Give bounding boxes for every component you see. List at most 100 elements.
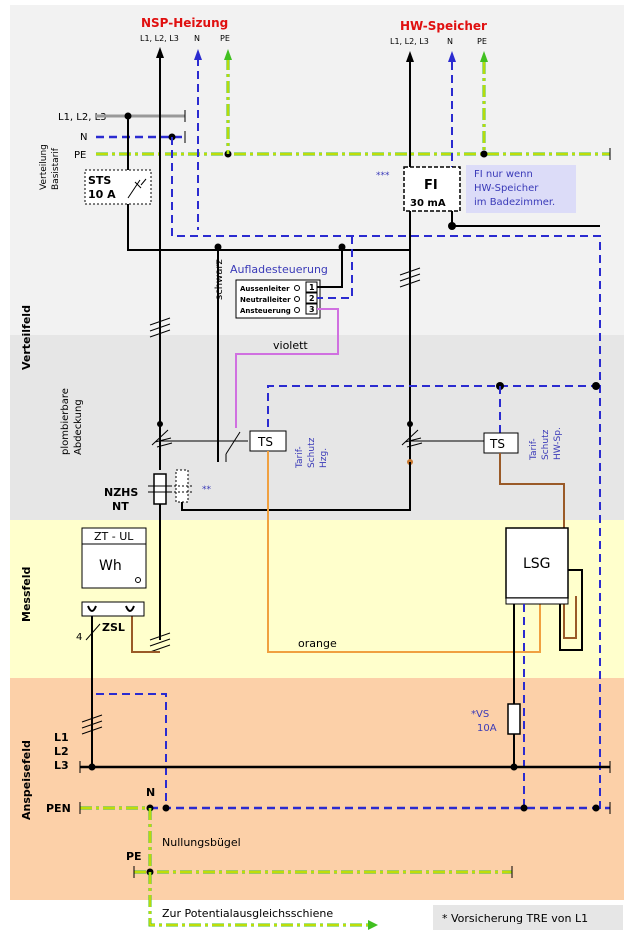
anspeise-pe: PE [126, 850, 142, 863]
footer-note: * Vorsicherung TRE von L1 [442, 912, 588, 925]
zsl-terminal [87, 605, 97, 612]
wire [559, 569, 583, 651]
aufladesteuerung-title: Aufladesteuerung [230, 263, 328, 276]
ts1-desc-3: Hzg. [319, 448, 329, 468]
schwarz-label: schwarz [214, 259, 225, 300]
wire [131, 614, 160, 653]
node [157, 421, 163, 427]
hash-symbol [399, 267, 421, 288]
meter-indicator [135, 577, 141, 583]
wire [181, 462, 411, 511]
fi-note-3: im Badezimmer. [474, 197, 555, 208]
nzhs-stars: ** [202, 485, 212, 495]
anspeise-l1: L1 [54, 731, 69, 744]
anspeise-n: N [146, 786, 155, 799]
header-nsp-title: NSP-Heizung [141, 16, 228, 30]
meter-box [81, 527, 147, 589]
wire [127, 204, 410, 251]
zsl-terminal [125, 605, 135, 612]
node [592, 382, 600, 390]
terminal [294, 307, 300, 313]
aufladesteuerung-row-label: Neutralleiter [240, 296, 291, 304]
meter-unit: Wh [99, 558, 122, 574]
wire [267, 385, 600, 440]
arrow [224, 49, 232, 60]
abdeckung-label-1: plombierbare [60, 388, 71, 455]
fi-stars: *** [376, 171, 390, 181]
terminal [294, 285, 300, 291]
potential-wire [149, 872, 370, 926]
abdeckung-label-2: Abdeckung [73, 399, 84, 455]
arrow [194, 49, 202, 60]
arrow [480, 51, 488, 62]
bus-l-label: L1, L2, L3 [58, 112, 107, 123]
lsg-terminals [505, 597, 569, 605]
arrow [448, 51, 456, 62]
hash-symbol [149, 317, 171, 338]
vs-label: *VS [471, 709, 489, 720]
switch-contact [225, 431, 241, 455]
wire [235, 308, 339, 428]
wire [317, 236, 353, 299]
zsl-connector [85, 623, 101, 641]
nullungsbuegel-label: Nullungsbügel [162, 836, 241, 849]
ts2-label: TS [489, 437, 505, 451]
wire [317, 250, 343, 288]
terminal [294, 296, 300, 302]
fi-note-2: HW-Speicher [474, 183, 539, 194]
section-label-verteilfeld: Verteilfeld [20, 305, 33, 370]
nzhs-fuse [153, 473, 167, 505]
wire [267, 451, 541, 653]
header-nsp-n: N [194, 34, 200, 43]
header-hw-title: HW-Speicher [400, 19, 487, 33]
node [407, 421, 413, 427]
section-label-messfeld: Messfeld [20, 567, 33, 622]
anspeise-l3: L3 [54, 759, 69, 772]
aufladesteuerung-row-label: Aussenleiter [240, 285, 290, 293]
footer-note-box [433, 905, 623, 930]
ts1-desc-1: Tarif- [295, 446, 305, 469]
ts2-desc-2: Schutz [541, 429, 551, 460]
terminal-number: 1 [309, 283, 315, 292]
zsl-count: 4 [76, 632, 82, 643]
anspeisefeld-background [10, 678, 624, 900]
zsl-box [81, 601, 145, 617]
vs-fuse [507, 703, 521, 735]
sts-switch-symbol [127, 178, 147, 199]
node [214, 243, 222, 251]
arrow [406, 51, 414, 62]
node [592, 804, 600, 812]
anspeise-pen: PEN [46, 802, 71, 815]
fi-label: FI [424, 178, 438, 193]
fi-rating: 30 mA [410, 198, 446, 209]
sts-rating: 10 A [88, 188, 116, 201]
nzhs-nt: NT [112, 500, 129, 513]
terminal-number: 2 [309, 294, 315, 303]
ts2-desc-3: HW-Sp. [553, 427, 563, 460]
node [162, 804, 170, 812]
node [448, 222, 456, 230]
terminal-number: 3 [309, 305, 315, 314]
wire [171, 137, 601, 810]
ts1-label: TS [257, 435, 273, 449]
bus-n-label: N [80, 132, 87, 143]
lsg-label: LSG [523, 556, 551, 572]
header-nsp-pe: PE [220, 34, 230, 43]
aufladesteuerung-row-label: Ansteuerung [240, 307, 291, 315]
orange-label: orange [298, 637, 337, 650]
fi-note-1: FI nur wenn [474, 169, 533, 180]
contactor-symbol [401, 429, 423, 448]
contactor-symbol [151, 429, 173, 448]
hash-symbol [149, 632, 171, 653]
lsg-box [505, 527, 569, 599]
fi-box [403, 166, 461, 212]
potential-label: Zur Potentialausgleichsschiene [162, 907, 333, 920]
bus-pe-label: PE [74, 150, 86, 161]
node [510, 763, 518, 771]
header-hw-pe: PE [477, 37, 487, 46]
verteilung-label-2: Basistarif [51, 147, 61, 190]
zsl-label: ZSL [102, 621, 125, 634]
node [338, 243, 346, 251]
arrow [156, 47, 164, 58]
